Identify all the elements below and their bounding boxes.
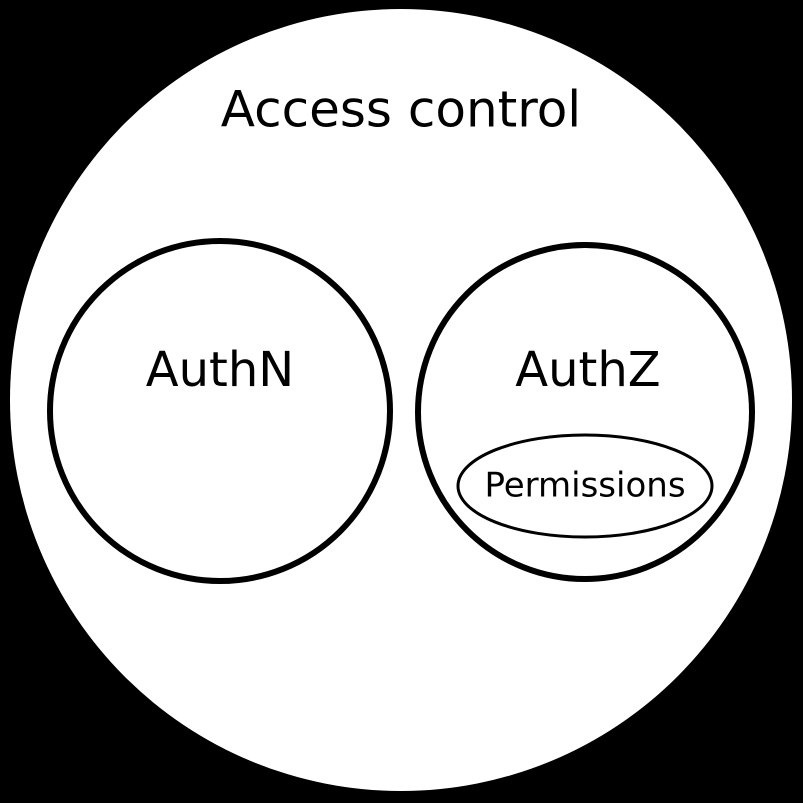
nested-set-label-permissions: Permissions <box>484 466 685 506</box>
inner-set-label-authz: AuthZ <box>515 342 660 398</box>
inner-set-label-authn: AuthN <box>146 342 294 398</box>
outer-set-label-access-control: Access control <box>221 81 581 139</box>
nested-set-permissions-ellipse[interactable] <box>456 433 714 539</box>
outer-set-access-control-circle[interactable] <box>10 9 792 791</box>
inner-set-authn-circle[interactable] <box>47 238 393 584</box>
